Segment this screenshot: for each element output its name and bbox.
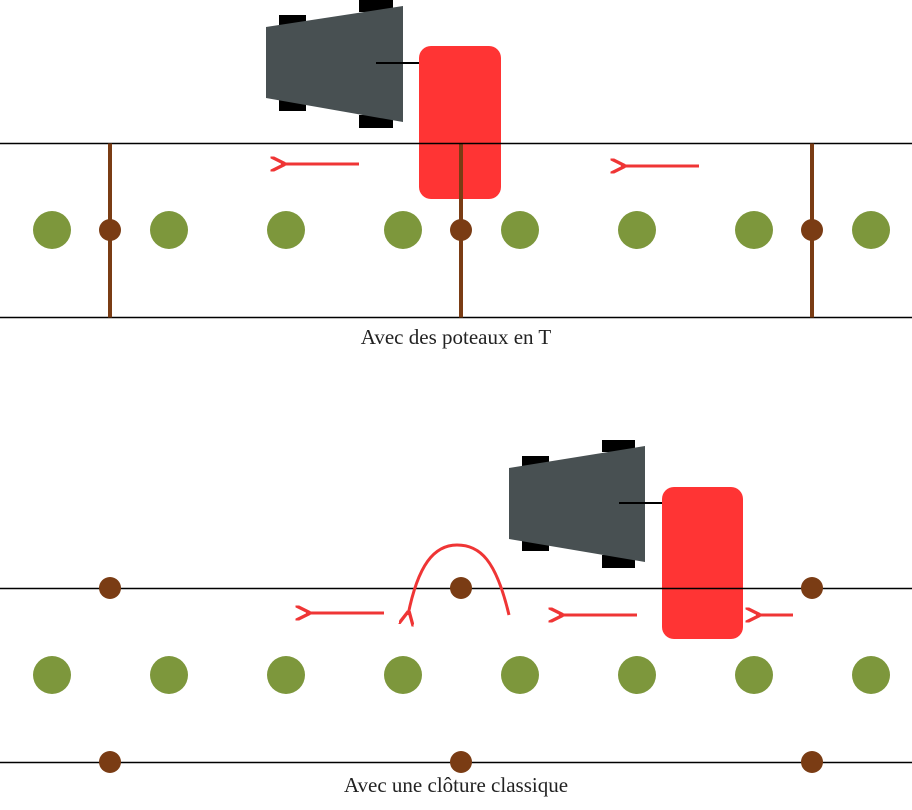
vine <box>384 211 422 249</box>
vine <box>150 211 188 249</box>
vine <box>501 211 539 249</box>
post <box>450 577 472 599</box>
t-post <box>801 143 823 318</box>
caption-t-posts: Avec des poteaux en T <box>360 325 552 349</box>
vine <box>735 211 773 249</box>
implement <box>419 46 501 199</box>
detour-arrow <box>408 543 511 615</box>
vine <box>267 211 305 249</box>
vine <box>618 211 656 249</box>
panel-classic <box>0 440 912 773</box>
vine <box>267 656 305 694</box>
vine <box>852 211 890 249</box>
vine <box>735 656 773 694</box>
post <box>99 751 121 773</box>
vine <box>150 656 188 694</box>
tractor <box>509 440 664 568</box>
vine <box>501 656 539 694</box>
tractor <box>266 0 421 128</box>
post <box>450 751 472 773</box>
t-post-head <box>450 219 472 241</box>
vine <box>384 656 422 694</box>
vine <box>33 211 71 249</box>
vine <box>852 656 890 694</box>
implement <box>662 487 743 639</box>
tractor-body <box>509 446 645 562</box>
t-post <box>99 143 121 318</box>
caption-classic-fence: Avec une clôture classique <box>343 773 569 797</box>
panel-t-posts <box>0 0 912 319</box>
tractor-body <box>266 6 403 122</box>
vine <box>618 656 656 694</box>
post <box>99 577 121 599</box>
post <box>801 577 823 599</box>
post <box>801 751 823 773</box>
vine <box>33 656 71 694</box>
